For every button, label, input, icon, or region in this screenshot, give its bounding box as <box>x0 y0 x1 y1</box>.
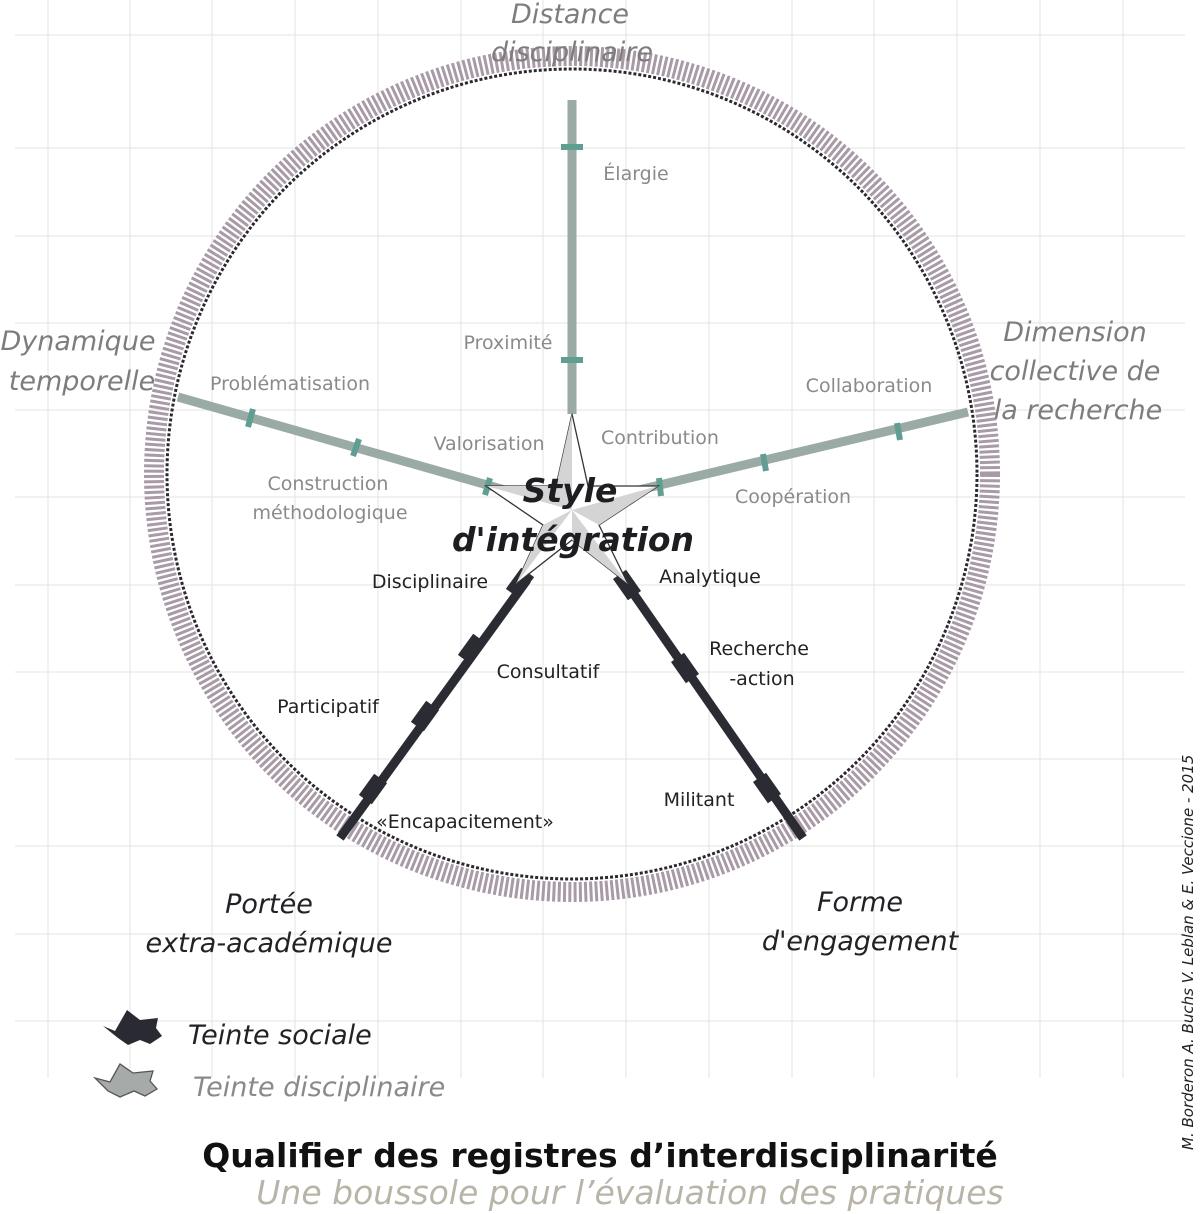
axis-title-collective-1: Dimension <box>1003 317 1147 348</box>
level-encapacitement: «Encapacitement» <box>376 811 554 833</box>
level-methodologique: méthodologique <box>252 502 407 524</box>
tick-recherche-action <box>670 652 700 684</box>
level-problematisation: Problématisation <box>210 373 370 395</box>
level-participatif: Participatif <box>277 696 380 718</box>
axis-title-temporal-2: temporelle <box>9 366 155 397</box>
axis-title-reach-2: extra-académique <box>146 928 393 959</box>
axis-temporal-line <box>176 392 514 497</box>
level-consultatif: Consultatif <box>497 661 601 683</box>
legend-disciplinary-label: Teinte disciplinaire <box>193 1072 445 1103</box>
level-valorisation: Valorisation <box>433 433 544 455</box>
main-title: Qualifier des registres d’interdisciplin… <box>202 1136 998 1175</box>
level-militant: Militant <box>664 789 735 811</box>
social-ticks <box>358 567 782 805</box>
tick-cooperation <box>656 477 664 497</box>
center-star <box>483 413 661 585</box>
axis-title-collective-2: collective de <box>990 356 1161 387</box>
level-disciplinaire: Disciplinaire <box>372 571 488 593</box>
axis-title-engagement-2: d'engagement <box>762 926 960 957</box>
level-action: -action <box>729 668 794 690</box>
level-analytique: Analytique <box>659 566 761 588</box>
legend-disciplinary-swatch <box>92 1063 159 1098</box>
level-contribution: Contribution <box>601 427 719 449</box>
level-recherche: Recherche <box>709 638 809 660</box>
tick-consultatif <box>457 633 487 665</box>
axis-title-reach-1: Portée <box>225 889 313 920</box>
axis-title-distance-1: Distance <box>511 0 629 30</box>
outer-ring <box>144 46 1000 902</box>
tick-problematisation <box>245 408 256 428</box>
tick-collaboration <box>894 422 903 441</box>
tick-construction <box>350 438 362 457</box>
level-elargie: Élargie <box>603 162 668 185</box>
legend: Teinte sociale Teinte disciplinaire <box>92 1010 445 1103</box>
tick-participatif <box>410 700 440 732</box>
legend-social-label: Teinte sociale <box>188 1020 372 1051</box>
legend-social-swatch <box>103 1010 162 1045</box>
axis-title-engagement-1: Forme <box>817 887 903 918</box>
tick-encapacitement <box>358 773 388 805</box>
level-cooperation: Coopération <box>735 486 851 508</box>
axis-title-temporal-1: Dynamique <box>0 326 155 357</box>
credit-text: M. Borderon A. Buchs V. Leblan & E. Vecc… <box>1179 755 1197 1150</box>
tick-militant <box>752 772 782 804</box>
axis-collective-line <box>628 407 970 497</box>
level-proximite: Proximité <box>463 332 552 354</box>
center-title-line2: d'intégration <box>452 520 694 559</box>
level-collaboration: Collaboration <box>806 375 933 397</box>
background-grid <box>15 0 1185 1078</box>
subtitle: Une boussole pour l’évaluation des prati… <box>256 1173 1003 1212</box>
axis-title-distance-2: disciplinaire <box>491 37 653 68</box>
center-title-line1: Style <box>523 471 618 510</box>
tick-cooperation-2 <box>760 453 769 472</box>
axis-title-collective-3: la recherche <box>994 395 1163 426</box>
level-construction: Construction <box>268 473 389 495</box>
